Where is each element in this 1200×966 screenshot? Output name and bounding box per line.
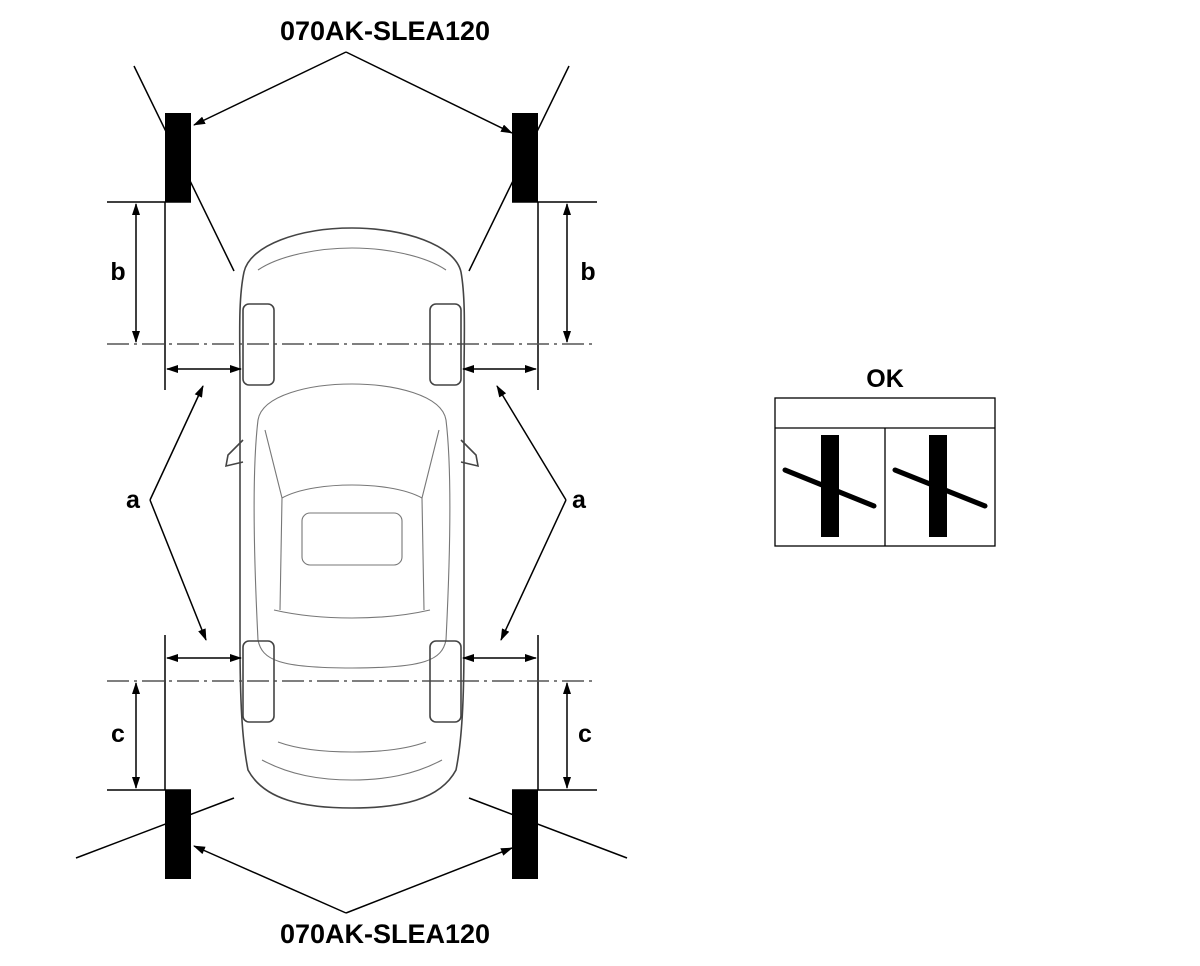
tool-front-right bbox=[512, 113, 538, 202]
ok-box: OK bbox=[774, 365, 996, 547]
tool-label-bottom: 070AK-SLEA120 bbox=[280, 919, 490, 949]
reference-lines bbox=[107, 201, 597, 791]
tool-rear-right bbox=[512, 790, 538, 879]
tool-front-left bbox=[165, 113, 191, 202]
wheel-rear-right bbox=[429, 640, 462, 723]
tool-label-top: 070AK-SLEA120 bbox=[280, 16, 490, 46]
leader-top bbox=[193, 51, 513, 134]
leader-bottom bbox=[193, 845, 513, 914]
ok-symbol-left-icon bbox=[782, 435, 877, 537]
svg-text:c: c bbox=[578, 720, 592, 748]
dimension-b-left: b bbox=[110, 203, 140, 343]
dimension-b-right: b bbox=[563, 203, 596, 343]
tool-rear-left bbox=[165, 790, 191, 879]
dimension-a-right: a bbox=[496, 385, 587, 641]
vehicle-outline bbox=[224, 227, 480, 809]
svg-text:c: c bbox=[111, 720, 125, 748]
svg-text:a: a bbox=[126, 486, 141, 514]
wheel-front-right bbox=[429, 303, 462, 386]
dimension-c-left: c bbox=[111, 682, 140, 789]
svg-text:b: b bbox=[110, 258, 125, 286]
wheel-rear-left bbox=[242, 640, 275, 723]
ok-title: OK bbox=[866, 365, 904, 393]
dimension-a-arrows bbox=[166, 365, 537, 662]
dimension-a-left: a bbox=[126, 385, 207, 641]
svg-text:b: b bbox=[580, 258, 595, 286]
svg-text:a: a bbox=[572, 486, 587, 514]
ok-symbol-right-icon bbox=[892, 435, 988, 537]
laser-lines bbox=[75, 65, 628, 859]
wheel-front-left bbox=[242, 303, 275, 386]
dimension-c-right: c bbox=[563, 682, 592, 789]
